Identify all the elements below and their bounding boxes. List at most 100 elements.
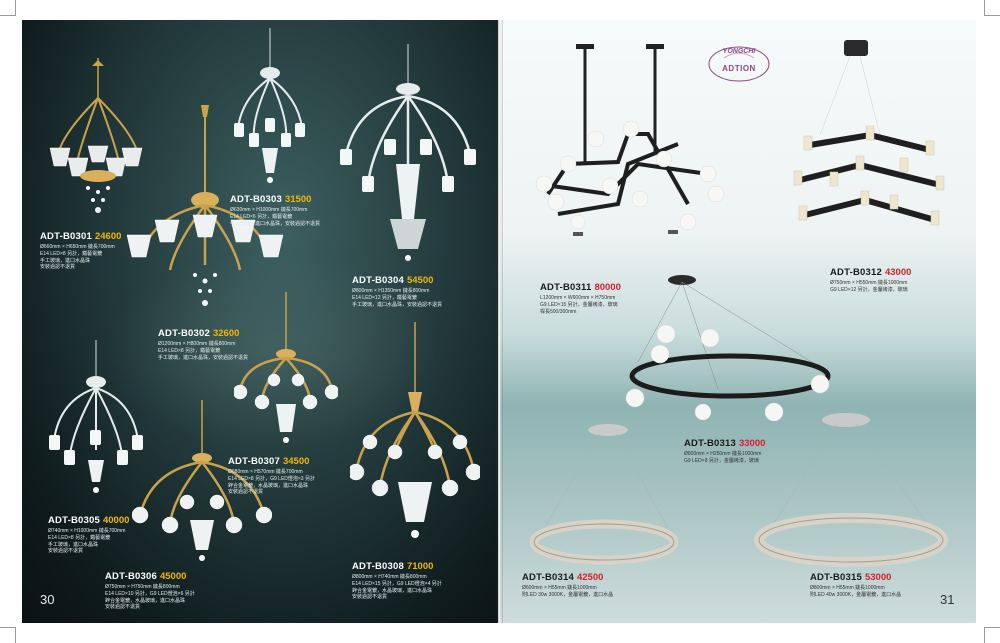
product-price: 24600: [94, 231, 122, 242]
page-fold: [497, 20, 503, 623]
product-price: 45000: [159, 571, 187, 582]
pendant-b0315-image: [750, 408, 955, 568]
crop-mark: [984, 627, 1000, 643]
product-spec: E14 LED×8 另計，鐵藝電鍍: [40, 250, 103, 257]
background-haze: [102, 250, 442, 450]
product-code: ADT-B0302: [158, 328, 210, 339]
chandelier-b0303-image: [232, 28, 307, 193]
page-number-right: 31: [940, 592, 955, 607]
product-code: ADT-B0315: [810, 572, 862, 583]
product-spec: 安裝過認不退貨: [105, 604, 141, 611]
product-spec: 手工玻璃，進口水晶珠，安裝過認不退貨: [352, 301, 443, 308]
product-spec: 鋅合金電鍍，水晶玻璃，進口水晶珠: [352, 587, 433, 594]
crop-mark: [0, 0, 16, 16]
product-spec: 鋅合金電鍍，水晶玻璃，進口水晶珠: [105, 597, 186, 604]
product-spec: Ø800mm × H55mm 鏈長1000mm: [810, 585, 885, 592]
product-code: ADT-B0307: [228, 456, 280, 467]
product-spec: Ø660mm × H650mm 鏈長700mm: [40, 244, 115, 251]
product-code: ADT-B0313: [684, 438, 736, 449]
product-spec: 手工玻璃，進口水晶珠: [40, 257, 91, 264]
crop-mark: [984, 0, 1000, 16]
product-spec: Ø740mm × H1000mm 鏈長700mm: [48, 528, 126, 535]
product-spec: 附LED 40w 3000K，金屬電鍍，進口水晶: [810, 591, 902, 598]
product-spec: 安裝過認不退貨: [228, 489, 264, 496]
chandelier-b0307-image: [234, 292, 338, 452]
product-spec: E14 LED×8 另計，鐵藝電鍍: [48, 534, 111, 541]
brand-logo-line2: ADTION: [722, 64, 756, 73]
product-spec: G9 LED×12 另計，金屬烤漆，玻璃: [830, 286, 908, 293]
product-spec: L1200mm × W600mm × H750mm: [540, 295, 616, 302]
product-spec: Ø680mm × H570mm 鏈長700mm: [228, 469, 303, 476]
product-spec: 安裝過認不退貨: [48, 548, 84, 555]
chandelier-b0306-image: [132, 400, 272, 565]
product-spec: E14 LED×8 另計，G9 LED燈泡×3 另計: [228, 475, 315, 482]
chandelier-b0304-image: [338, 44, 478, 274]
product-code: ADT-B0301: [40, 231, 92, 242]
product-spec: Ø800mm × H1350mm 鏈長800mm: [352, 288, 430, 295]
product-code: ADT-B0314: [522, 572, 574, 583]
page-number-left: 30: [40, 592, 55, 607]
chandelier-b0305-image: [48, 340, 144, 505]
product-code: ADT-B0311: [540, 282, 592, 293]
product-spec: Ø600mm × H55mm 鏈長1000mm: [522, 585, 597, 592]
product-code: ADT-B0312: [830, 267, 882, 278]
product-spec: Ø1200mm × H800mm 鏈長800mm: [158, 341, 236, 348]
product-spec: G9 LED×15 另計，金屬烤漆，玻璃: [540, 301, 618, 308]
product-code: ADT-B0308: [352, 561, 404, 572]
product-spec: Ø800mm × H250mm 鏈長1000mm: [684, 451, 762, 458]
product-price: 32600: [212, 328, 240, 339]
pendant-b0314-image: [528, 420, 683, 570]
product-spec: E14 LED×10 另計，G9 LED燈泡×6 另計: [105, 590, 195, 597]
product-price: 42500: [576, 572, 604, 583]
product-spec: G9 LED×8 另計，金屬烤漆，玻璃: [684, 457, 759, 464]
product-code: ADT-B0304: [352, 275, 404, 286]
product-spec: 桿長500/300mm: [540, 308, 577, 315]
product-price: 80000: [594, 282, 621, 293]
product-spec: Ø630mm × H1000mm 鏈長700mm: [230, 207, 308, 214]
brand-logo-line1: YONGCHI: [722, 48, 756, 55]
product-price: 54500: [406, 275, 434, 286]
product-code: ADT-B0305: [48, 515, 100, 526]
pendant-b0313-image: [618, 274, 843, 434]
product-spec: 安裝過認不退貨: [40, 264, 76, 271]
product-spec: Ø750mm × H550mm 鏈長1000mm: [830, 280, 908, 287]
product-spec: E14 LED×8 另計，鐵藝電鍍: [158, 347, 221, 354]
product-code: ADT-B0306: [105, 571, 157, 582]
chandelier-b0302-image: [125, 105, 285, 325]
product-price: 31500: [284, 194, 312, 205]
crop-mark: [0, 627, 16, 643]
product-code: ADT-B0303: [230, 194, 282, 205]
product-spec: E14 LED×6 另計，鐵藝電鍍: [230, 213, 293, 220]
product-price: 34500: [282, 456, 310, 467]
pendant-b0312-image: [760, 40, 960, 265]
product-spec: Ø800mm × H740mm 鏈長800mm: [352, 574, 427, 581]
product-spec: 手工玻璃，進口水晶珠，安裝過認不退貨: [158, 354, 249, 361]
product-spec: 手工玻璃，進口水晶珠，安裝過認不退貨: [230, 220, 321, 227]
product-price: 40000: [102, 515, 130, 526]
product-price: 43000: [884, 267, 912, 278]
product-spec: E14 LED×15 另計，G9 LED燈泡×4 另計: [352, 580, 442, 587]
product-price: 53000: [864, 572, 892, 583]
product-price: 33000: [738, 438, 766, 449]
product-spec: 手工玻璃，進口水晶珠: [48, 541, 99, 548]
product-price: 71000: [406, 561, 434, 572]
chandelier-b0301-image: [48, 58, 144, 228]
chandelier-b0308-image: [350, 322, 480, 552]
product-spec: Ø750mm × H750mm 鏈長800mm: [105, 584, 180, 591]
left-page: [22, 20, 498, 623]
product-spec: E14 LED×12 另計，鐵藝電鍍: [352, 294, 417, 301]
pendant-b0311-image: [528, 44, 728, 254]
